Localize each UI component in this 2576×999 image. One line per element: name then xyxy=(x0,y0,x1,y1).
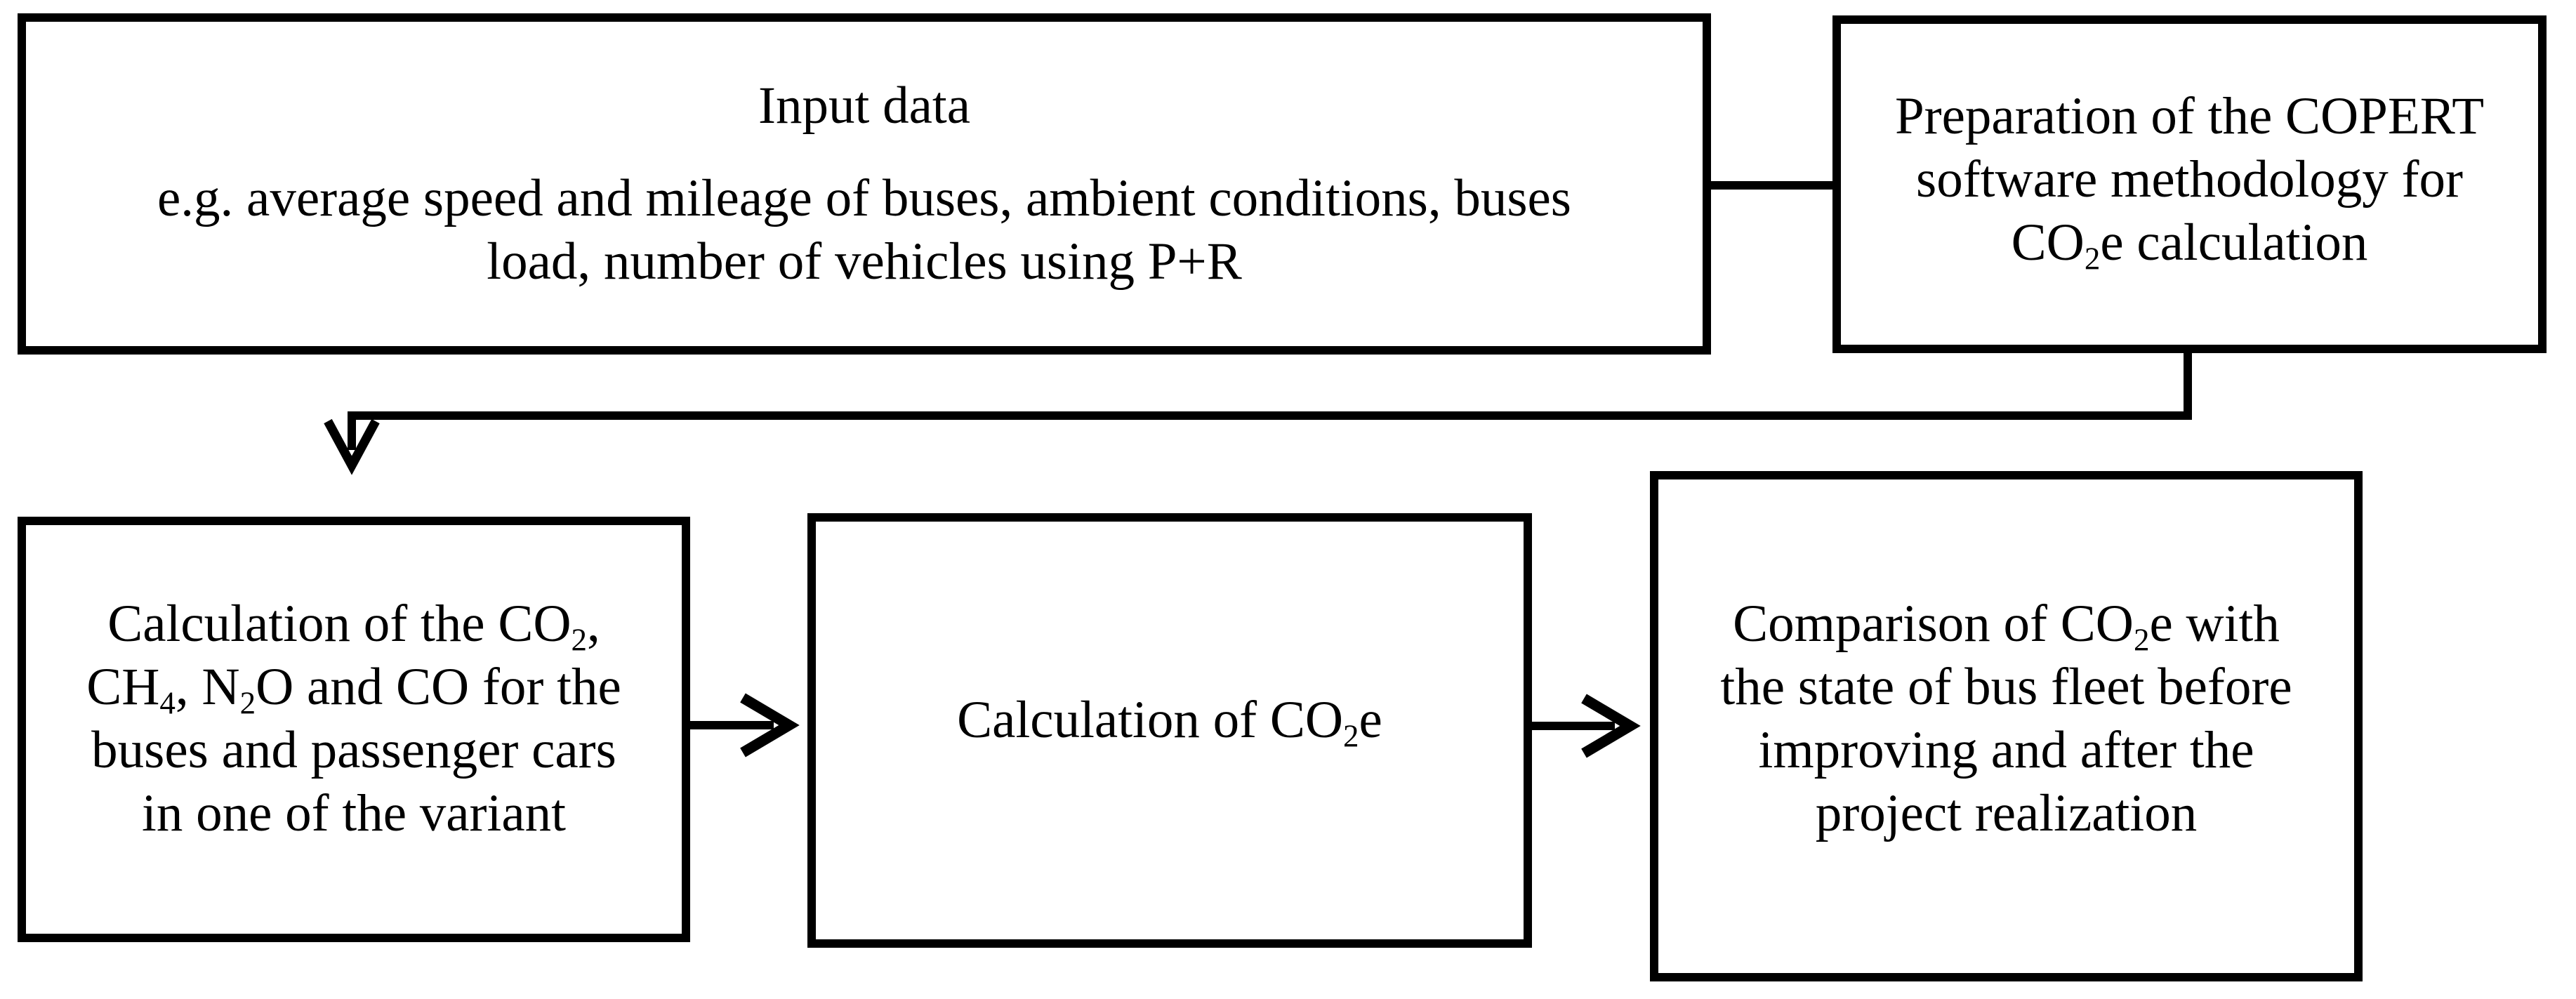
node-input-data: Input data e.g. average speed and mileag… xyxy=(18,13,1711,355)
node-comparison: Comparison of CO2e with the state of bus… xyxy=(1650,471,2363,981)
node-pollutant-calculation-line: Calculation of the CO2, xyxy=(107,595,600,658)
node-co2e-calculation: Calculation of CO2e xyxy=(807,513,1532,948)
node-comparison-line: Comparison of CO2e with xyxy=(1733,594,2280,657)
node-copert-preparation-line: Preparation of the COPERT xyxy=(1894,86,2485,145)
node-pollutant-calculation-line: in one of the variant xyxy=(142,784,566,842)
arrowhead-right-icon xyxy=(740,693,800,757)
node-copert-preparation: Preparation of the COPERT software metho… xyxy=(1832,15,2547,353)
node-pollutant-calculation: Calculation of the CO2, CH4, N2O and CO … xyxy=(18,517,690,942)
node-comparison-line: improving and after the xyxy=(1758,720,2254,779)
node-comparison-line: project realization xyxy=(1815,783,2198,842)
node-input-data-title: Input data xyxy=(758,77,970,135)
node-pollutant-calculation-line: buses and passenger cars xyxy=(91,721,616,779)
node-input-data-detail-line: e.g. average speed and mileage of buses,… xyxy=(157,169,1571,227)
node-copert-preparation-line: CO2e calculation xyxy=(2011,213,2368,276)
arrowhead-right-icon xyxy=(1581,694,1641,758)
node-pollutant-calculation-line: CH4, N2O and CO for the xyxy=(86,658,621,721)
arrowhead-down-icon xyxy=(324,418,380,475)
node-copert-preparation-line: software methodology for xyxy=(1916,150,2463,209)
node-input-data-detail-line: load, number of vehicles using P+R xyxy=(487,232,1242,291)
node-input-data-details: e.g. average speed and mileage of buses,… xyxy=(157,167,1571,293)
node-co2e-calculation-line: Calculation of CO2e xyxy=(957,690,1382,753)
node-comparison-line: the state of bus fleet before xyxy=(1720,657,2292,716)
connector-copert-to-pollutant-elbow xyxy=(348,350,2192,450)
